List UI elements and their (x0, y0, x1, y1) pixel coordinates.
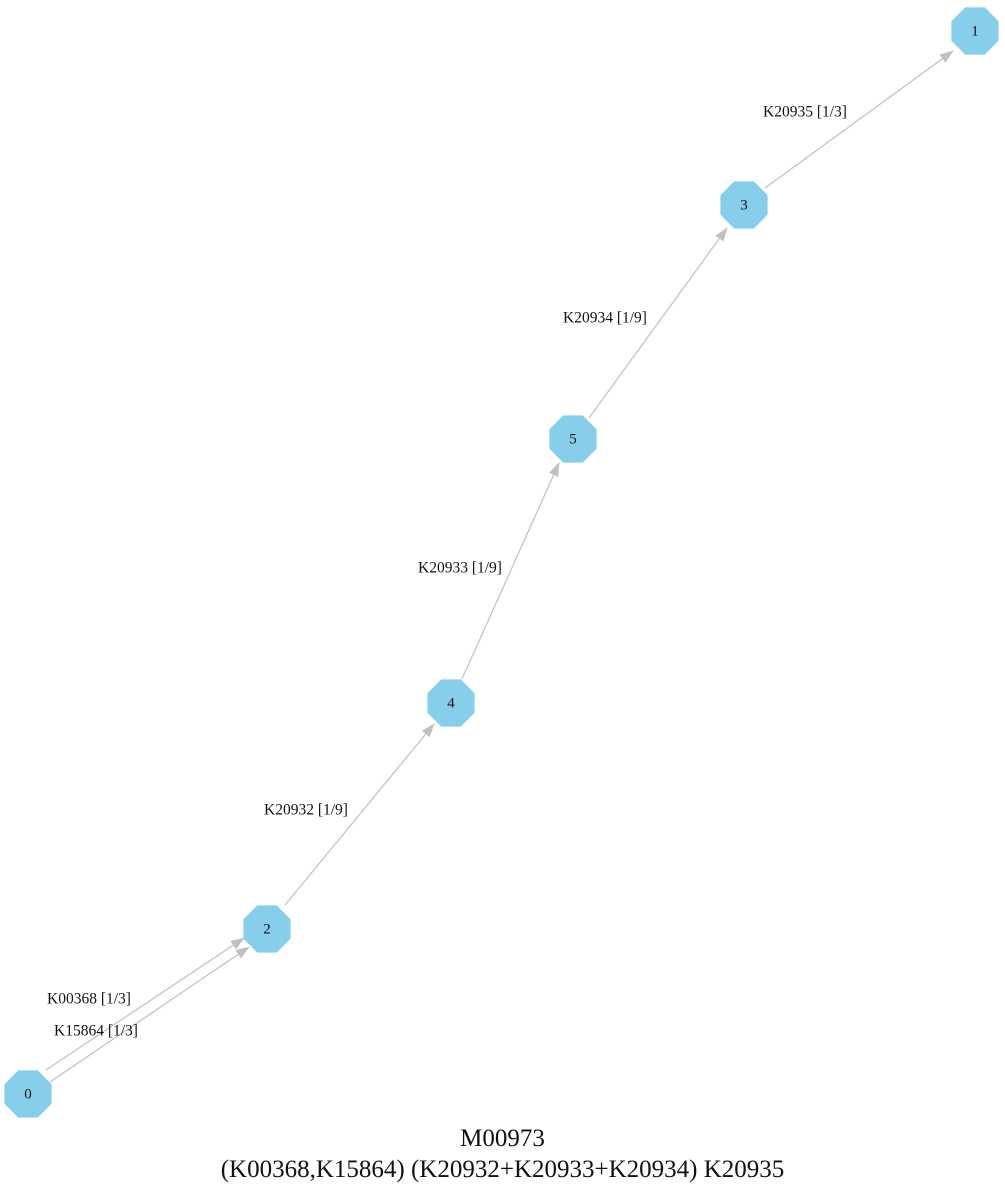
node-3: 3 (720, 181, 768, 229)
nodes-layer: 0 1 2 3 4 5 (4, 7, 999, 1118)
edge-label: K15864 [1/3] (54, 1023, 138, 1040)
node-octagon (427, 679, 475, 727)
node-5: 5 (549, 415, 597, 463)
module-id-caption: M00973 (460, 1125, 545, 1152)
edge-3-to-1: K20935 [1/3] (763, 50, 954, 189)
edge-label: K20935 [1/3] (763, 104, 847, 121)
node-label: 3 (740, 197, 748, 213)
node-octagon (243, 905, 291, 953)
module-definition-caption: (K00368,K15864) (K20932+K20933+K20934) K… (220, 1156, 785, 1183)
node-2: 2 (243, 905, 291, 953)
node-4: 4 (427, 679, 475, 727)
edge-arrow (49, 946, 250, 1083)
edge-5-to-3: K20934 [1/9] (563, 227, 728, 419)
edges-layer: K00368 [1/3] K15864 [1/3] K20932 [1/9] K209… (45, 50, 954, 1083)
edge-arrow (461, 462, 560, 680)
node-label: 5 (569, 431, 577, 447)
node-0: 0 (4, 1070, 52, 1118)
edge-label: K20934 [1/9] (563, 310, 647, 327)
edge-2-to-4: K20932 [1/9] (264, 723, 435, 906)
edge-0-to-2: K00368 [1/3] (45, 937, 245, 1071)
node-1: 1 (951, 7, 999, 55)
edge-label: K00368 [1/3] (47, 991, 131, 1008)
node-label: 0 (24, 1086, 32, 1102)
node-octagon (4, 1070, 52, 1118)
node-label: 2 (263, 921, 271, 937)
node-octagon (549, 415, 597, 463)
edge-0-to-2: K15864 [1/3] (49, 946, 250, 1083)
edge-4-to-5: K20933 [1/9] (418, 462, 560, 680)
node-label: 1 (971, 23, 979, 39)
edge-label: K20932 [1/9] (264, 802, 348, 819)
node-label: 4 (447, 695, 455, 711)
edge-label: K20933 [1/9] (418, 560, 502, 577)
edge-arrow (588, 227, 728, 419)
edge-arrow (764, 50, 954, 189)
node-octagon (720, 181, 768, 229)
node-octagon (951, 7, 999, 55)
edge-arrow (284, 723, 435, 906)
edge-arrow (45, 937, 245, 1071)
